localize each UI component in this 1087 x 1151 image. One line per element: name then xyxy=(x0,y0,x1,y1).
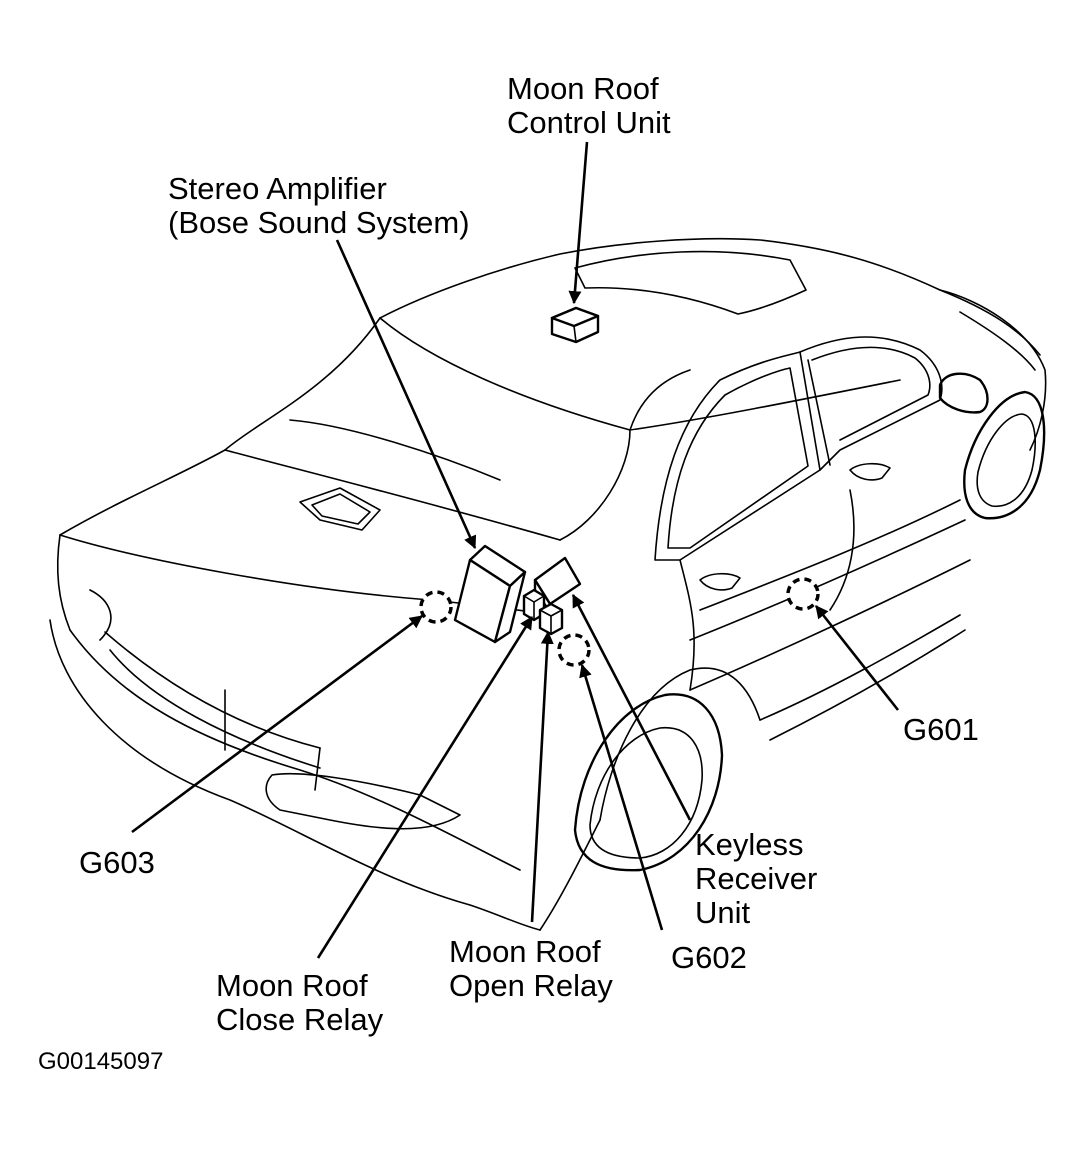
stereo-amplifier-box xyxy=(453,544,527,644)
g601-label: G601 xyxy=(903,712,979,747)
moon-roof-control-unit-box xyxy=(550,306,600,344)
g602-label: G602 xyxy=(671,940,747,975)
moon-roof-close-relay-label: Moon Roof Close Relay xyxy=(216,968,384,1037)
g601-leader xyxy=(814,605,900,711)
g601-ground-point xyxy=(786,577,820,611)
figure-id: G00145097 xyxy=(38,1048,164,1075)
moon-roof-open-relay-leader xyxy=(530,630,554,923)
moon-roof-close-relay-leader xyxy=(316,616,534,959)
moon-roof-control-unit-leader xyxy=(568,141,589,305)
keyless-receiver-unit-label: Keyless Receiver Unit xyxy=(695,827,818,930)
g603-leader xyxy=(131,614,423,834)
moon-roof-open-relay-label: Moon Roof Open Relay xyxy=(449,934,613,1003)
car-body xyxy=(49,237,1047,931)
keyless-receiver-unit-leader xyxy=(571,594,692,821)
g602-ground-point xyxy=(557,633,591,667)
moon-roof-open-relay-box xyxy=(538,602,564,636)
g603-ground-point xyxy=(419,590,453,624)
stereo-amplifier-label: Stereo Amplifier (Bose Sound System) xyxy=(168,171,470,240)
moon-roof-control-unit-label: Moon Roof Control Unit xyxy=(507,71,671,140)
stereo-amplifier-leader xyxy=(335,239,477,549)
g602-leader xyxy=(579,663,664,931)
g603-label: G603 xyxy=(79,845,155,880)
